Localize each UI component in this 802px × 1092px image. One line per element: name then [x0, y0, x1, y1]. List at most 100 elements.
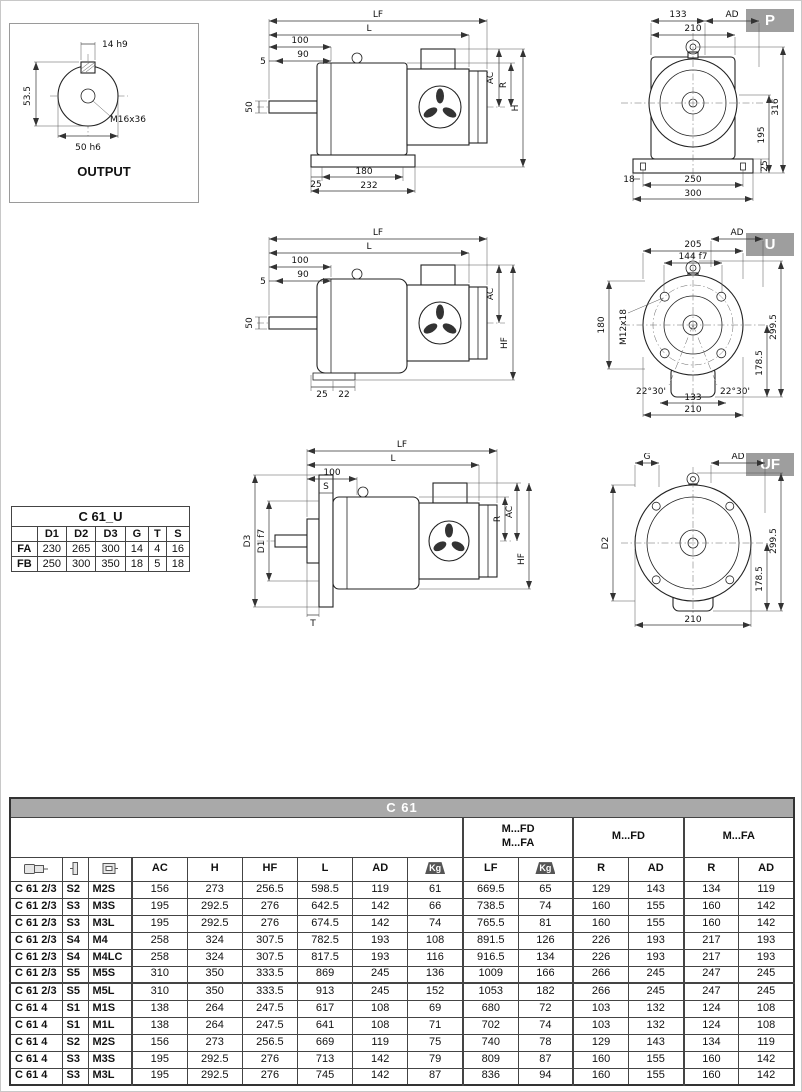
dim-25: 25: [310, 180, 321, 190]
cell-ad-fd: 143: [627, 880, 685, 899]
cell-r-fd: 129: [572, 1033, 629, 1052]
cell-model: C 61 4: [9, 1033, 63, 1052]
dim-lf: LF: [397, 440, 407, 450]
cell-motor: M5L: [87, 982, 133, 1001]
dim-100: 100: [291, 36, 308, 46]
dim-m12x18: M12x18: [619, 309, 629, 345]
cell-l: 869: [296, 965, 354, 984]
cell-lf: 669.5: [461, 880, 519, 899]
cell-kg: 66: [407, 897, 464, 916]
cell-r-fa: 217: [682, 948, 740, 967]
c61u-col-g: G: [124, 526, 150, 542]
cell-r-fd: 129: [572, 880, 629, 899]
gearmotor-icon: [9, 856, 63, 882]
table-row: C 61 2/3 S5 M5S 310 350 333.5 869 245 13…: [9, 965, 795, 984]
cell-ad-fa: 108: [738, 999, 795, 1018]
table-row: C 61 2/3 S4 M4LC 258 324 307.5 817.5 193…: [9, 948, 795, 967]
cell-model: C 61 2/3: [9, 897, 63, 916]
dim-133: 133: [669, 10, 686, 20]
cell-l: 713: [296, 1050, 354, 1069]
table-row: C 61 2/3 S2 M2S 156 273 256.5 598.5 119 …: [9, 880, 795, 899]
kg-badge: Kg: [425, 862, 446, 875]
cell-flange-code: FB: [11, 556, 38, 572]
cell-h: 264: [186, 1016, 243, 1035]
dim-l: L: [390, 454, 395, 464]
cell-motor: M2S: [87, 880, 133, 899]
cell-ad-fd: 132: [627, 1016, 685, 1035]
cell-ad: 245: [352, 965, 409, 984]
cell-ac: 195: [130, 1067, 188, 1086]
dimensions: LF L 100 S D3 D1 f7 R AC HF: [243, 440, 532, 629]
dim-hf: HF: [500, 337, 510, 349]
cell-ad-fd: 193: [627, 931, 685, 950]
cell-l: 642.5: [296, 897, 354, 916]
cell-g: 18: [124, 556, 150, 572]
cell-ad: 119: [352, 880, 409, 899]
cell-stage: S3: [61, 897, 89, 916]
dim-5: 5: [260, 57, 266, 67]
cell-ad: 142: [352, 914, 409, 933]
cell-kg-fd: 74: [517, 1016, 574, 1035]
cell-ac: 138: [130, 999, 188, 1018]
cell-motor: M1S: [87, 999, 133, 1018]
dim-300: 300: [684, 189, 701, 199]
cell-kg: 69: [407, 999, 464, 1018]
cell-l: 913: [296, 982, 354, 1001]
cell-r-fa: 160: [682, 1050, 740, 1069]
table-row: C 61 4 S1 M1S 138 264 247.5 617 108 69 6…: [9, 999, 795, 1018]
cell-hf: 307.5: [241, 948, 298, 967]
cell-l: 641: [296, 1016, 354, 1035]
cell-l: 817.5: [296, 948, 354, 967]
cell-ac: 258: [130, 948, 188, 967]
dim-hf: HF: [517, 553, 527, 565]
cell-d2: 265: [66, 541, 97, 557]
cell-stage: S1: [61, 1016, 89, 1035]
cell-r-fd: 226: [572, 931, 629, 950]
cell-motor: M3L: [87, 1067, 133, 1086]
cell-r-fa: 160: [682, 914, 740, 933]
cell-model: C 61 4: [9, 1050, 63, 1069]
dimensions: G AD D2 299.5 178.5 210: [601, 453, 784, 628]
drawing-u-end: AD 205 144 f7 180 M12x18 299.5 178.5 22°…: [597, 228, 784, 418]
cell-ad: 142: [352, 1067, 409, 1086]
cell-model: C 61 2/3: [9, 914, 63, 933]
dim-50: 50: [245, 101, 255, 113]
col-l: L: [296, 856, 354, 882]
cell-ad-fd: 245: [627, 965, 685, 984]
cell-r-fa: 124: [682, 1016, 740, 1035]
cell-ad-fd: 193: [627, 948, 685, 967]
col-r-fd: R: [572, 856, 629, 882]
dim-232: 232: [360, 181, 377, 191]
cell-kg-fd: 78: [517, 1033, 574, 1052]
cell-h: 292.5: [186, 1067, 243, 1086]
dimensions: 133 AD 210 316 195 18 250 300: [623, 10, 786, 202]
cell-ac: 310: [130, 982, 188, 1001]
cell-flange-code: FA: [11, 541, 38, 557]
cell-h: 264: [186, 999, 243, 1018]
drawing-p-end: 133 AD 210 316 195 18 250 300: [621, 10, 786, 202]
cell-h: 273: [186, 880, 243, 899]
cell-d1: 250: [36, 556, 68, 572]
group1-line1: M...FD: [501, 823, 535, 836]
dim-250: 250: [684, 175, 701, 185]
drawing-uf-side: LF L 100 S D3 D1 f7 R AC HF: [243, 440, 532, 629]
cell-kg: 108: [407, 931, 464, 950]
dim-t: T: [309, 619, 316, 629]
cell-model: C 61 2/3: [9, 965, 63, 984]
col-hf: HF: [241, 856, 298, 882]
dim-299-5: 299.5: [769, 314, 779, 340]
dim-178-5: 178.5: [755, 566, 765, 592]
cell-motor: M1L: [87, 1016, 133, 1035]
cell-ac: 195: [130, 914, 188, 933]
cell-stage: S2: [61, 880, 89, 899]
cell-r-fa: 247: [682, 982, 740, 1001]
c61u-col-d1: D1: [36, 526, 68, 542]
cell-ad-fa: 142: [738, 897, 795, 916]
cell-motor: M2S: [87, 1033, 133, 1052]
cell-ac: 195: [130, 897, 188, 916]
dim-d1f7: D1 f7: [257, 529, 267, 553]
cell-r-fd: 103: [572, 999, 629, 1018]
c61u-col-d2: D2: [66, 526, 97, 542]
cell-l: 617: [296, 999, 354, 1018]
cell-kg: 71: [407, 1016, 464, 1035]
